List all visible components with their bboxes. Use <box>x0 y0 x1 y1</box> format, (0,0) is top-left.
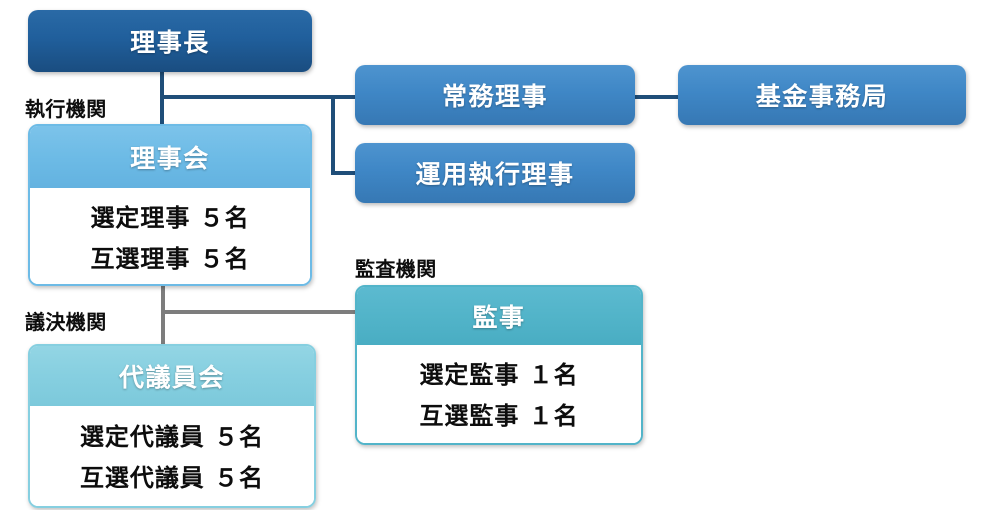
node-chairman[interactable]: 理事長 <box>28 10 312 72</box>
board-of-directors-body: 選定理事 ５名 互選理事 ５名 <box>30 188 310 284</box>
node-managing-director[interactable]: 常務理事 <box>355 65 635 125</box>
group-label-executive-organ: 執行機関 <box>25 97 107 121</box>
connector-board-to-delegates <box>161 284 165 346</box>
node-auditors[interactable]: 監事 選定監事 １名 互選監事 １名 <box>355 285 643 445</box>
delegates-assembly-body: 選定代議員 ５名 互選代議員 ５名 <box>30 406 314 506</box>
board-of-directors-header: 理事会 <box>30 126 310 188</box>
node-investment-executive-director[interactable]: 運用執行理事 <box>355 143 635 203</box>
connector-managing-to-fund-office <box>633 95 679 99</box>
auditors-row-2: 互選監事 １名 <box>419 402 579 430</box>
auditors-header: 監事 <box>357 287 641 345</box>
board-of-directors-row-1: 選定理事 ５名 <box>90 204 250 232</box>
auditors-body: 選定監事 １名 互選監事 １名 <box>357 345 641 443</box>
connector-to-investment-director <box>331 171 357 175</box>
group-label-audit-organ: 監査機関 <box>355 257 437 281</box>
auditors-row-1: 選定監事 １名 <box>419 361 579 389</box>
delegates-assembly-row-1: 選定代議員 ５名 <box>79 423 265 451</box>
delegates-assembly-row-2: 互選代議員 ５名 <box>79 464 265 492</box>
connector-bus-drop <box>331 95 335 173</box>
node-board-of-directors[interactable]: 理事会 選定理事 ５名 互選理事 ５名 <box>28 124 312 286</box>
connector-horizontal-bus <box>160 95 360 99</box>
group-label-deliberative-organ: 議決機関 <box>25 310 107 334</box>
node-fund-office[interactable]: 基金事務局 <box>678 65 966 125</box>
delegates-assembly-header: 代議員会 <box>30 346 314 406</box>
connector-chairman-stem <box>160 70 164 98</box>
connector-branch-to-auditors <box>161 310 357 314</box>
node-delegates-assembly[interactable]: 代議員会 選定代議員 ５名 互選代議員 ５名 <box>28 344 316 508</box>
board-of-directors-row-2: 互選理事 ５名 <box>90 245 250 273</box>
connector-chairman-to-board <box>160 98 164 126</box>
